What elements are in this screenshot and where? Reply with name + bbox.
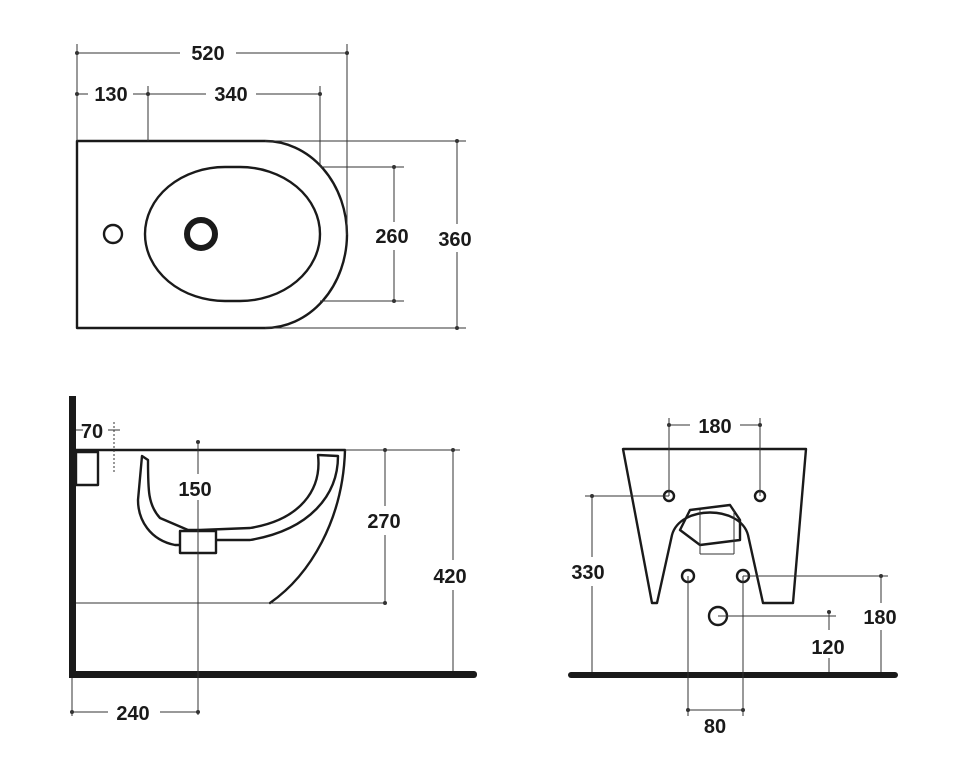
- floor: [69, 671, 477, 678]
- tap-hole-section: [74, 450, 100, 487]
- label-drain-depth: 150: [178, 479, 211, 501]
- label-total-length: 520: [191, 43, 224, 65]
- label-tap-offset: 130: [94, 84, 127, 106]
- top-view: 520 130 340 260 360: [75, 43, 472, 330]
- label-tap-from-wall: 70: [81, 421, 103, 443]
- label-total-width: 360: [438, 229, 471, 251]
- top-view-bowl: [143, 165, 322, 303]
- label-fixing-spacing: 180: [698, 416, 731, 438]
- floor: [568, 672, 898, 678]
- side-view: 70 150 270 420 240: [69, 396, 477, 725]
- label-bowl-height: 270: [367, 511, 400, 533]
- back-view-opening: [678, 503, 742, 547]
- label-fixing-height: 330: [571, 562, 604, 584]
- label-outlet-height: 120: [811, 637, 844, 659]
- side-view-bowl: [136, 453, 340, 554]
- label-bowl-length: 340: [214, 84, 247, 106]
- label-bowl-width: 260: [375, 226, 408, 248]
- label-supply-spacing: 80: [704, 716, 726, 738]
- label-drain-from-wall: 240: [116, 703, 149, 725]
- top-view-outline: [75, 139, 349, 330]
- back-view-outline: [621, 447, 808, 605]
- drain-hole: [184, 217, 218, 251]
- tap-hole: [102, 223, 124, 245]
- label-supply-height: 180: [863, 607, 896, 629]
- side-view-outline: [74, 448, 347, 605]
- wall: [69, 396, 76, 678]
- label-rim-height: 420: [433, 566, 466, 588]
- back-view: 180 330 180 120 80: [568, 416, 898, 738]
